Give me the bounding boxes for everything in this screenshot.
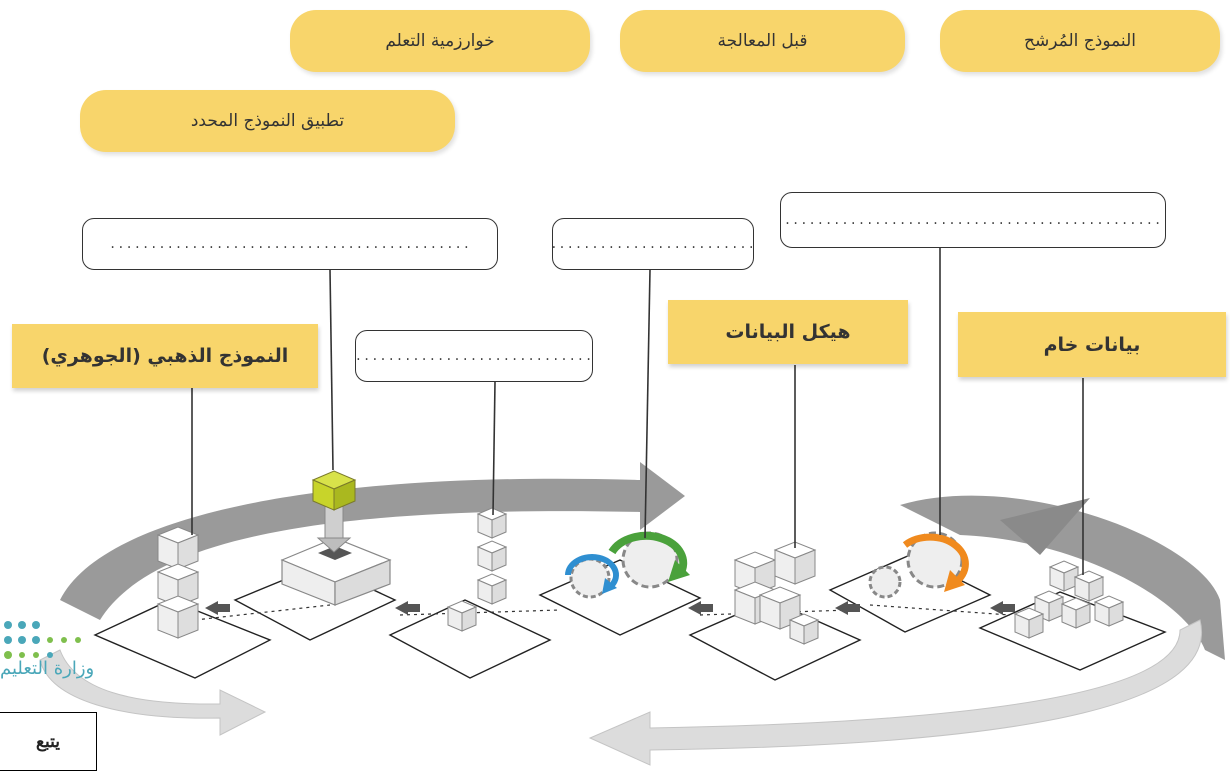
answer-blank-1-dots: ........................................… — [109, 237, 471, 251]
label-raw-data-text: بيانات خام — [1043, 333, 1141, 356]
pipeline-arrow-lower — [39, 619, 1202, 766]
floor-step-arrows — [205, 601, 1015, 615]
gear-orange-icon — [868, 531, 969, 599]
follow-box: يتبع — [0, 712, 97, 771]
connector-lines — [191, 247, 1084, 575]
ministry-logo-text: وزارة التعليم — [0, 658, 95, 679]
option-preprocessing[interactable]: قبل المعالجة — [620, 10, 905, 72]
label-golden-model-text: النموذج الذهبي (الجوهري) — [41, 345, 289, 367]
option-learning-algorithm-text: خوارزمية التعلم — [385, 31, 495, 51]
answer-blank-candidate-model-top[interactable]: ........................................… — [780, 192, 1166, 248]
label-data-structure: هيكل البيانات — [668, 300, 908, 364]
follow-text: يتبع — [35, 731, 61, 752]
gear-blue-icon — [565, 554, 619, 599]
answer-blank-apply-model[interactable]: ........................................… — [82, 218, 498, 270]
answer-blank-3-dots: ........................................… — [781, 213, 1165, 227]
answer-blank-candidate-model[interactable]: ............................... — [355, 330, 593, 382]
learning-algorithm-press — [280, 470, 392, 606]
option-learning-algorithm[interactable]: خوارزمية التعلم — [290, 10, 590, 72]
gear-green-icon — [608, 531, 690, 589]
floor-dashed-links — [194, 604, 1011, 621]
label-raw-data: بيانات خام — [958, 312, 1226, 377]
label-data-structure-text: هيكل البيانات — [725, 321, 851, 343]
pipeline-arrow-upper — [60, 462, 1225, 660]
option-candidate-model-text: النموذج المُرشح — [1024, 31, 1136, 51]
option-apply-model[interactable]: تطبيق النموذج المحدد — [80, 90, 455, 152]
option-preprocessing-text: قبل المعالجة — [717, 31, 808, 51]
label-golden-model: النموذج الذهبي (الجوهري) — [12, 324, 318, 388]
answer-blank-preprocessing[interactable]: ........................... — [552, 218, 754, 270]
option-apply-model-text: تطبيق النموذج المحدد — [190, 111, 345, 131]
ministry-logo-mark — [4, 621, 81, 659]
answer-blank-4-dots: ............................... — [355, 349, 593, 363]
golden-model-cubes — [157, 526, 199, 639]
option-candidate-model[interactable]: النموذج المُرشح — [940, 10, 1220, 72]
answer-blank-2-dots: ........................... — [552, 237, 754, 251]
